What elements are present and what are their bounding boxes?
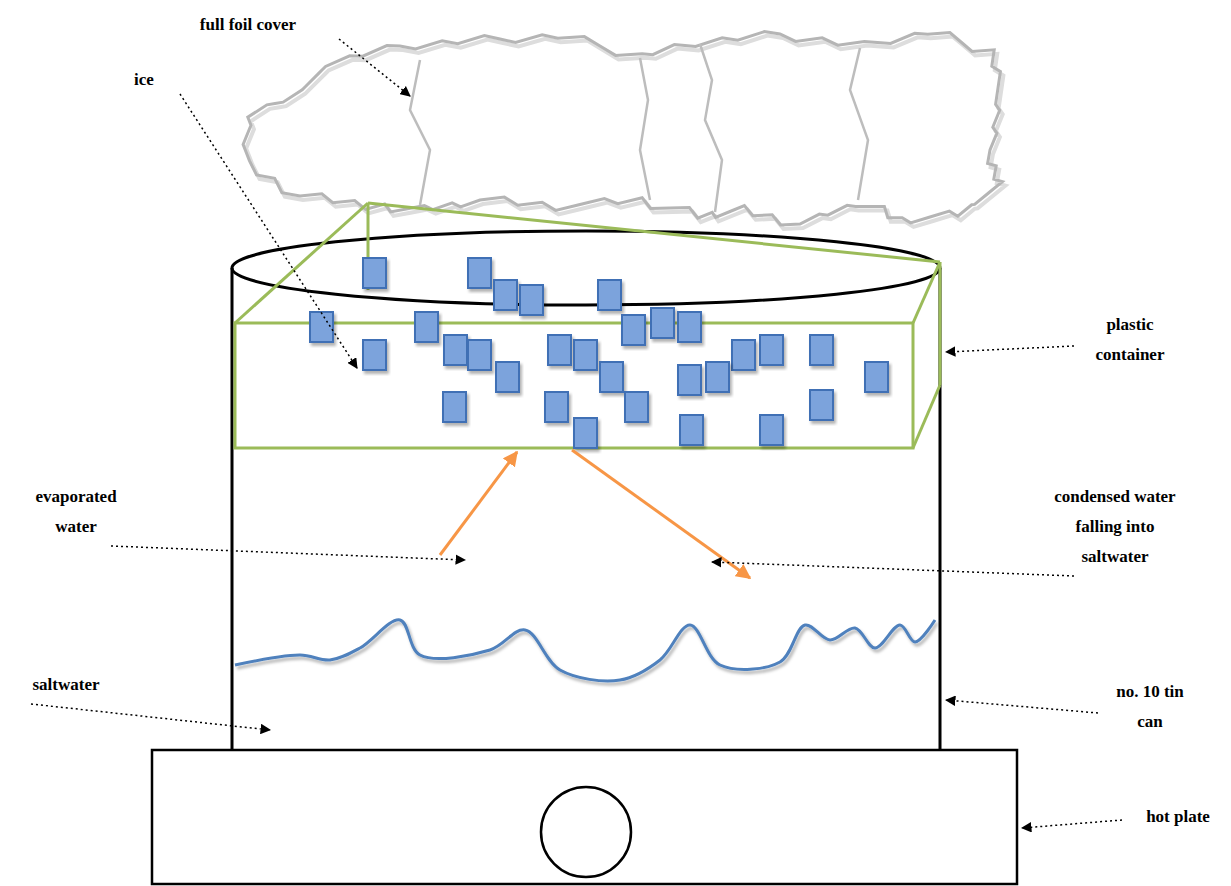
ice-cube — [574, 418, 597, 448]
ice-cube — [865, 362, 888, 392]
ice-cube — [468, 340, 491, 370]
ice-cube — [810, 335, 833, 365]
ice-cube — [625, 392, 648, 422]
ice-cube — [310, 312, 333, 342]
ice-cube — [760, 415, 783, 445]
leader-line — [946, 700, 1098, 713]
ice-cube — [760, 335, 783, 365]
ice-cube — [678, 365, 701, 395]
ice-cube — [548, 335, 571, 365]
leader-line — [1022, 820, 1122, 828]
callout-label: plastic container — [1080, 310, 1180, 370]
ice-cube — [520, 285, 543, 315]
ice-cube — [363, 340, 386, 370]
leader-lines — [31, 39, 1122, 828]
can-rim — [232, 231, 940, 305]
foil-shadow — [246, 36, 1005, 229]
ice-cube — [680, 415, 703, 445]
ice-cube — [651, 308, 674, 338]
ice-cube — [622, 315, 645, 345]
hot-plate-knob — [541, 787, 631, 877]
can-wall — [231, 268, 234, 750]
ice-cube — [545, 392, 568, 422]
callout-label: saltwater — [11, 670, 121, 700]
foil-fold — [700, 44, 722, 212]
callout-label: full foil cover — [163, 10, 333, 40]
leader-line — [31, 704, 270, 730]
leader-line — [111, 546, 465, 560]
foil-cover — [243, 32, 1005, 229]
ice-cube — [443, 392, 466, 422]
ice-cube — [496, 362, 519, 392]
ice-cube — [415, 312, 438, 342]
leader-line — [712, 562, 1074, 576]
foil-fold — [410, 60, 430, 205]
callout-label: no. 10 tin can — [1104, 677, 1196, 737]
leader-line — [946, 346, 1074, 352]
ice-cube — [598, 280, 621, 310]
ice-cube — [678, 312, 701, 342]
ice-cube — [468, 258, 491, 288]
ice-cube — [600, 362, 623, 392]
foil-fold — [640, 58, 650, 200]
ice-cube — [810, 390, 833, 420]
vapour-arrow — [440, 452, 517, 555]
ice-cubes — [310, 258, 888, 448]
callout-label: hot plate — [1128, 802, 1228, 832]
callout-label: evaporated water — [21, 482, 131, 542]
foil-fold — [850, 48, 868, 200]
saltwater-surface — [235, 620, 935, 681]
hot-plate — [152, 750, 1017, 884]
ice-cube — [574, 340, 597, 370]
ice-cube — [494, 280, 517, 310]
foil-outline — [243, 32, 1002, 225]
callout-label: condensed water falling into saltwater — [1054, 482, 1176, 572]
drip-arrow — [572, 450, 750, 578]
ice-cube — [444, 335, 467, 365]
plastic-container — [235, 203, 940, 448]
leader-line — [180, 94, 357, 368]
leader-line — [339, 39, 410, 96]
callout-label: ice — [114, 65, 174, 95]
ice-cube — [706, 362, 729, 392]
ice-cube — [732, 340, 755, 370]
ice-cube — [363, 258, 386, 288]
